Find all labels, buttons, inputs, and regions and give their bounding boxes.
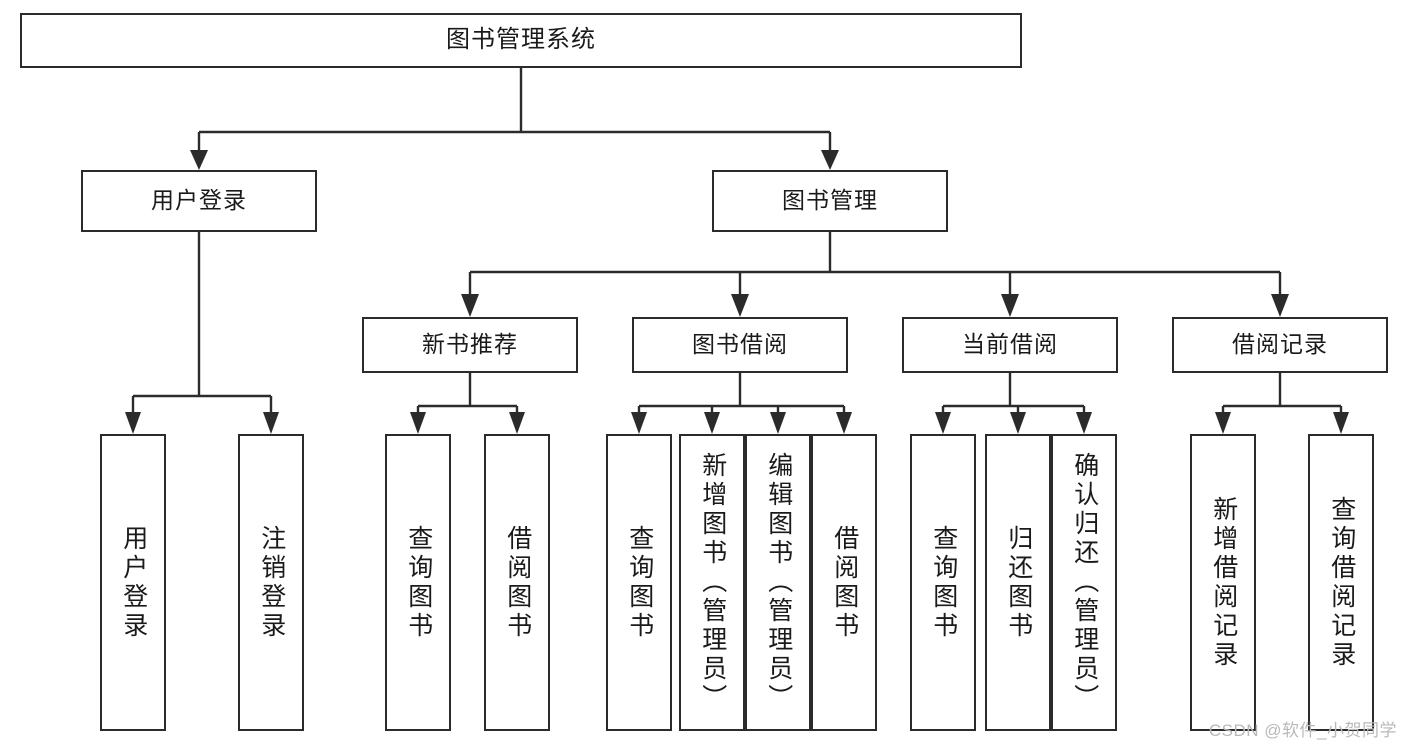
arrow-head — [1333, 412, 1349, 434]
arrow-head — [1076, 412, 1092, 434]
node-label: 借阅图书 — [830, 524, 859, 641]
node-label: 图书管理系统 — [446, 26, 596, 54]
arrow-head — [704, 412, 720, 434]
arrow-head — [731, 294, 749, 317]
arrow-head — [263, 412, 279, 434]
arrow-head — [631, 412, 647, 434]
arrow-head — [125, 412, 141, 434]
node-label: 编辑图书（管理员） — [764, 452, 793, 713]
arrow-head — [836, 412, 852, 434]
arrow-head — [770, 412, 786, 434]
arrow-head — [1010, 412, 1026, 434]
node-label: 用户登录 — [119, 524, 148, 641]
leaf-add-borrow-record[interactable]: 新增借阅记录 — [1190, 434, 1256, 731]
arrow-head — [410, 412, 426, 434]
node-label: 查询借阅记录 — [1327, 495, 1356, 670]
node-current-borrow[interactable]: 当前借阅 — [902, 317, 1118, 373]
leaf-borrow-book-recommend[interactable]: 借阅图书 — [484, 434, 550, 731]
arrow-head — [509, 412, 525, 434]
node-label: 查询图书 — [625, 524, 654, 641]
node-label: 新书推荐 — [422, 331, 518, 358]
node-label: 查询图书 — [404, 524, 433, 641]
leaf-edit-book-admin[interactable]: 编辑图书（管理员） — [745, 434, 811, 731]
leaf-add-book-admin[interactable]: 新增图书（管理员） — [679, 434, 745, 731]
node-user-login[interactable]: 用户登录 — [81, 170, 317, 232]
node-label: 当前借阅 — [962, 331, 1058, 358]
node-label: 用户登录 — [151, 187, 247, 214]
node-label: 新增借阅记录 — [1209, 495, 1238, 670]
node-label: 归还图书 — [1004, 524, 1033, 641]
leaf-query-book-borrow[interactable]: 查询图书 — [606, 434, 672, 731]
node-label: 确认归还（管理员） — [1070, 452, 1099, 713]
node-label: 借阅记录 — [1232, 331, 1328, 358]
node-borrow-records[interactable]: 借阅记录 — [1172, 317, 1388, 373]
node-label: 图书管理 — [782, 187, 878, 214]
arrow-head — [1215, 412, 1231, 434]
node-label: 查询图书 — [929, 524, 958, 641]
node-root[interactable]: 图书管理系统 — [20, 13, 1022, 68]
arrow-head — [461, 294, 479, 317]
leaf-query-book-current[interactable]: 查询图书 — [910, 434, 976, 731]
arrow-head — [821, 150, 839, 170]
arrow-head — [935, 412, 951, 434]
leaf-confirm-return-admin[interactable]: 确认归还（管理员） — [1051, 434, 1117, 731]
arrow-head — [190, 150, 208, 170]
node-book-management[interactable]: 图书管理 — [712, 170, 948, 232]
leaf-return-book[interactable]: 归还图书 — [985, 434, 1051, 731]
node-book-borrow[interactable]: 图书借阅 — [632, 317, 848, 373]
leaf-logout[interactable]: 注销登录 — [238, 434, 304, 731]
leaf-query-borrow-record[interactable]: 查询借阅记录 — [1308, 434, 1374, 731]
node-label: 注销登录 — [257, 524, 286, 641]
node-label: 新增图书（管理员） — [698, 452, 727, 713]
leaf-query-book-recommend[interactable]: 查询图书 — [385, 434, 451, 731]
watermark: CSDN @软件_小贺同学 — [1208, 721, 1397, 740]
node-label: 图书借阅 — [692, 331, 788, 358]
arrow-head — [1001, 294, 1019, 317]
node-new-book-recommend[interactable]: 新书推荐 — [362, 317, 578, 373]
node-label: 借阅图书 — [503, 524, 532, 641]
arrow-head — [1271, 294, 1289, 317]
leaf-borrow-book[interactable]: 借阅图书 — [811, 434, 877, 731]
leaf-user-login[interactable]: 用户登录 — [100, 434, 166, 731]
